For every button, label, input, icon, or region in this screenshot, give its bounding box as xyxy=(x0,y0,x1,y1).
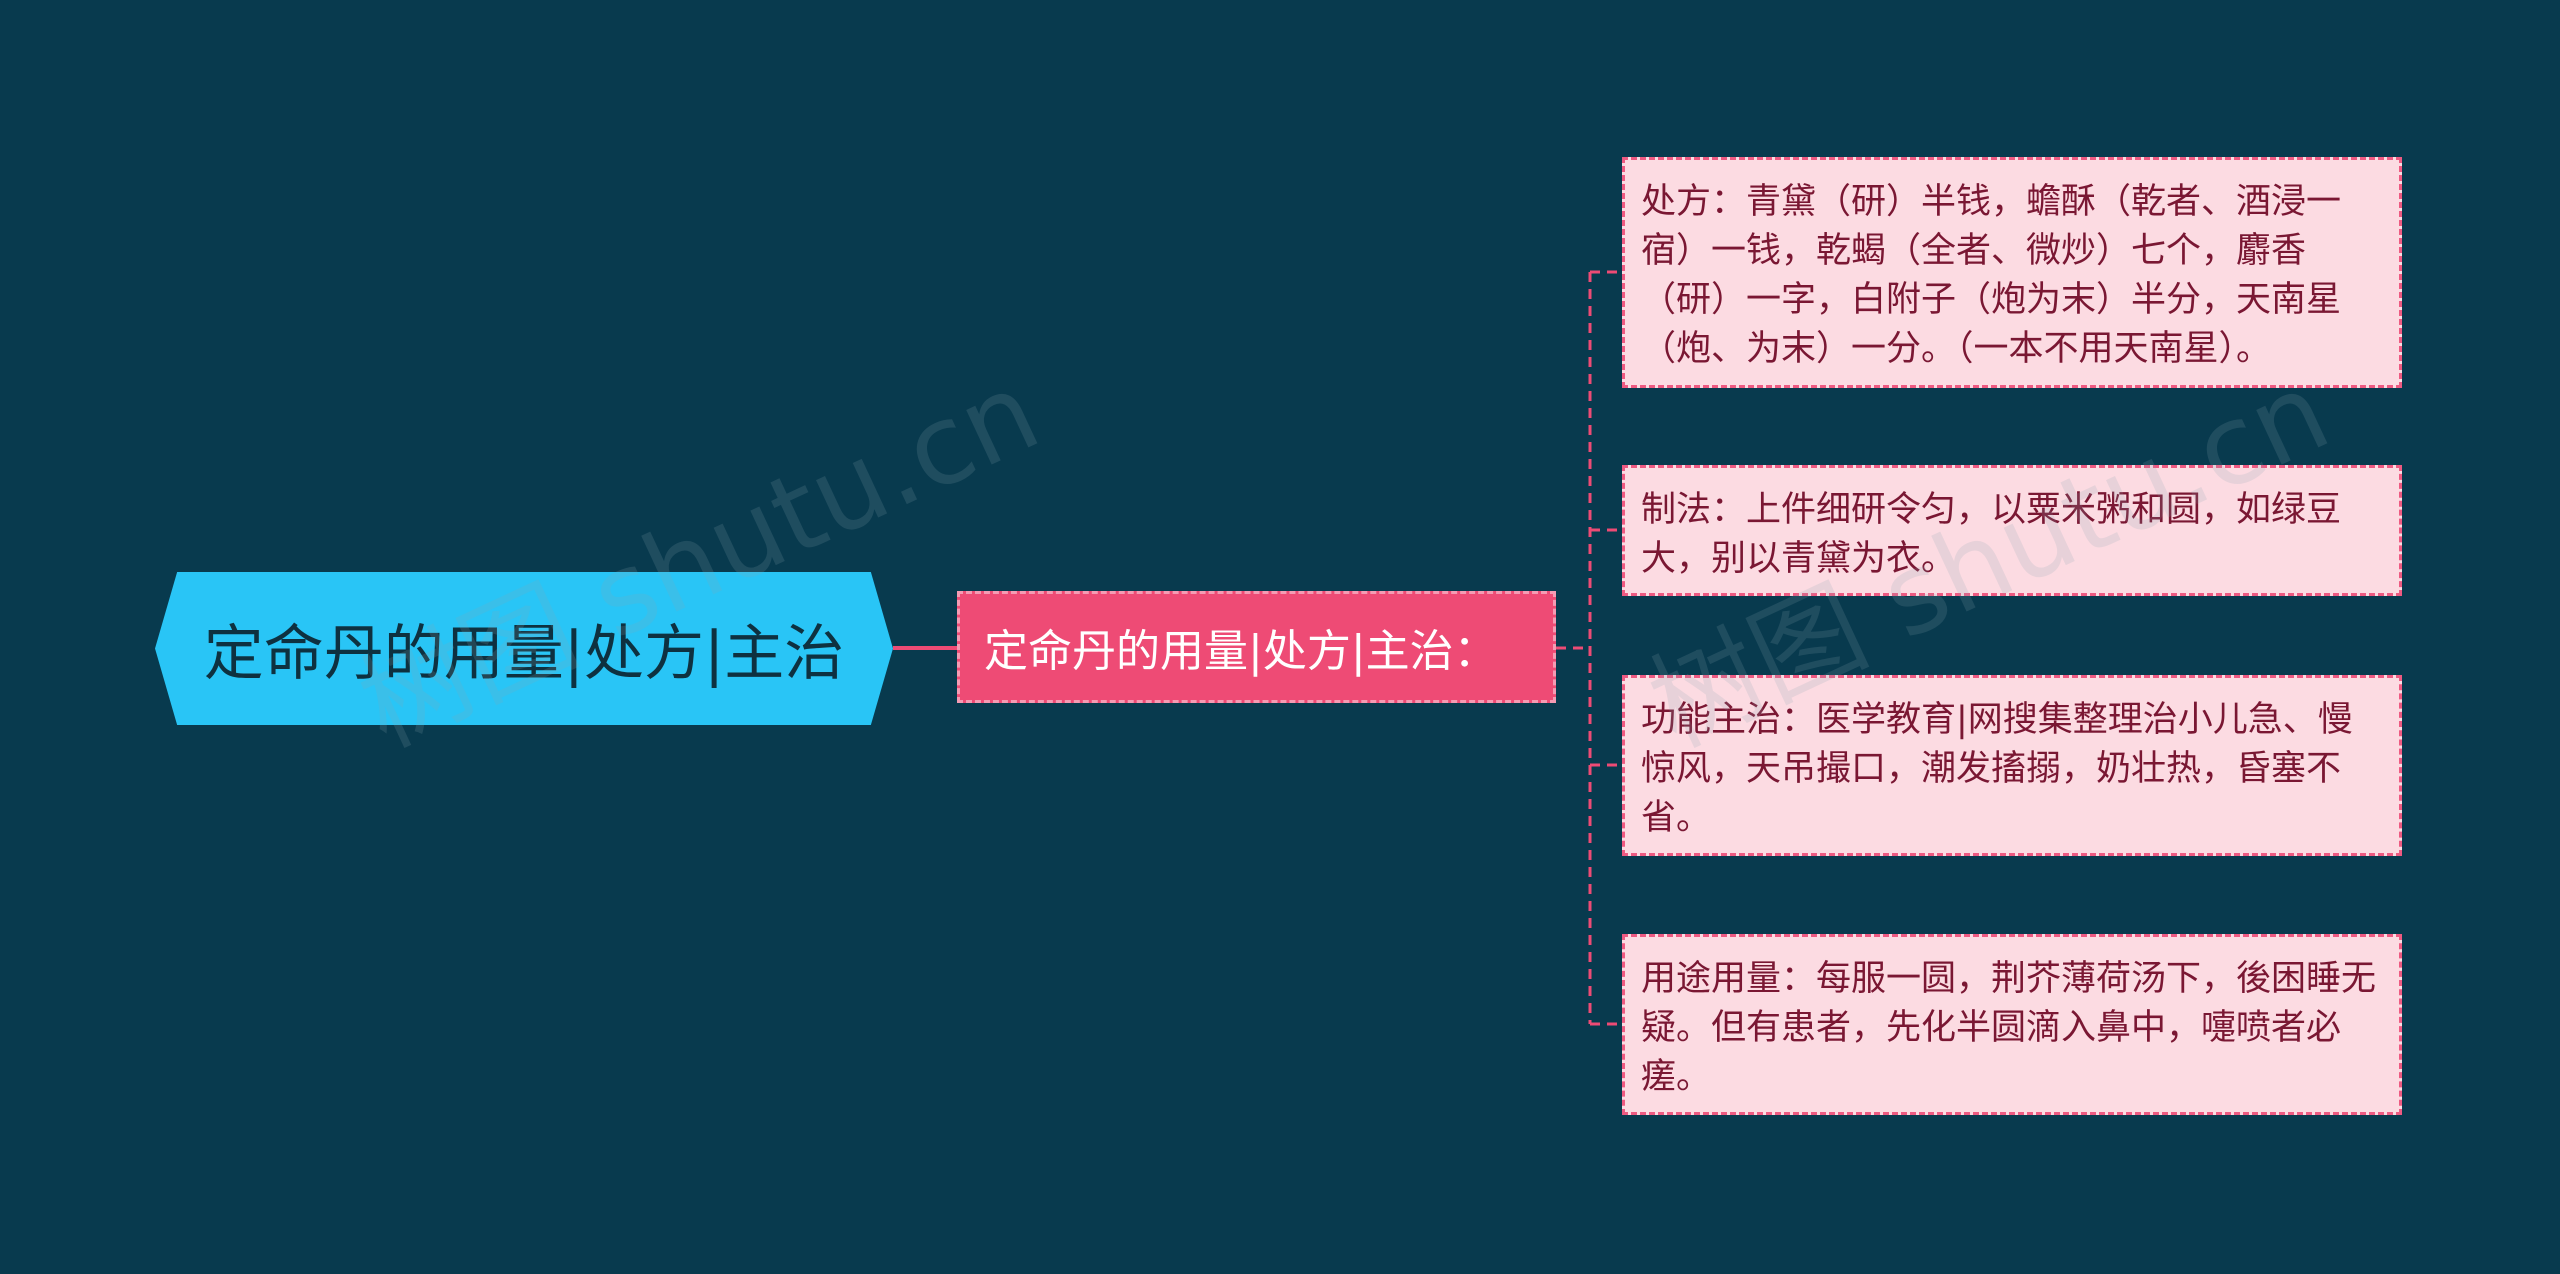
leaf-text-dosage: 用途用量：每服一圆，荆芥薄荷汤下，後困睡无疑。但有患者，先化半圆滴入鼻中，嚏喷者… xyxy=(1641,959,2377,1097)
leaf-text-indications: 功能主治：医学教育|网搜集整理治小儿急、慢惊风，天吊撮口，潮发搐搦，奶壮热，昏塞… xyxy=(1641,700,2353,838)
leaf-text-prescription: 处方：青黛（研）半钱，蟾酥（乾者、酒浸一宿）一钱，乾蝎（全者、微炒）七个，麝香（… xyxy=(1641,182,2342,369)
leaf-node-prescription[interactable]: 处方：青黛（研）半钱，蟾酥（乾者、酒浸一宿）一钱，乾蝎（全者、微炒）七个，麝香（… xyxy=(1622,157,2402,388)
leaf-text-preparation: 制法：上件细研令匀，以粟米粥和圆，如绿豆大，别以青黛为衣。 xyxy=(1641,490,2342,579)
leaf-node-indications[interactable]: 功能主治：医学教育|网搜集整理治小儿急、慢惊风，天吊撮口，潮发搐搦，奶壮热，昏塞… xyxy=(1622,675,2402,856)
root-topic-label: 定命丹的用量|处方|主治 xyxy=(203,619,845,689)
root-topic-node[interactable]: 定命丹的用量|处方|主治 xyxy=(155,572,893,725)
leaf-node-dosage[interactable]: 用途用量：每服一圆，荆芥薄荷汤下，後困睡无疑。但有患者，先化半圆滴入鼻中，嚏喷者… xyxy=(1622,934,2402,1115)
leaf-node-preparation[interactable]: 制法：上件细研令匀，以粟米粥和圆，如绿豆大，别以青黛为衣。 xyxy=(1622,465,2402,596)
subtopic-node[interactable]: 定命丹的用量|处方|主治： xyxy=(957,591,1556,703)
subtopic-label: 定命丹的用量|处方|主治： xyxy=(984,626,1498,677)
